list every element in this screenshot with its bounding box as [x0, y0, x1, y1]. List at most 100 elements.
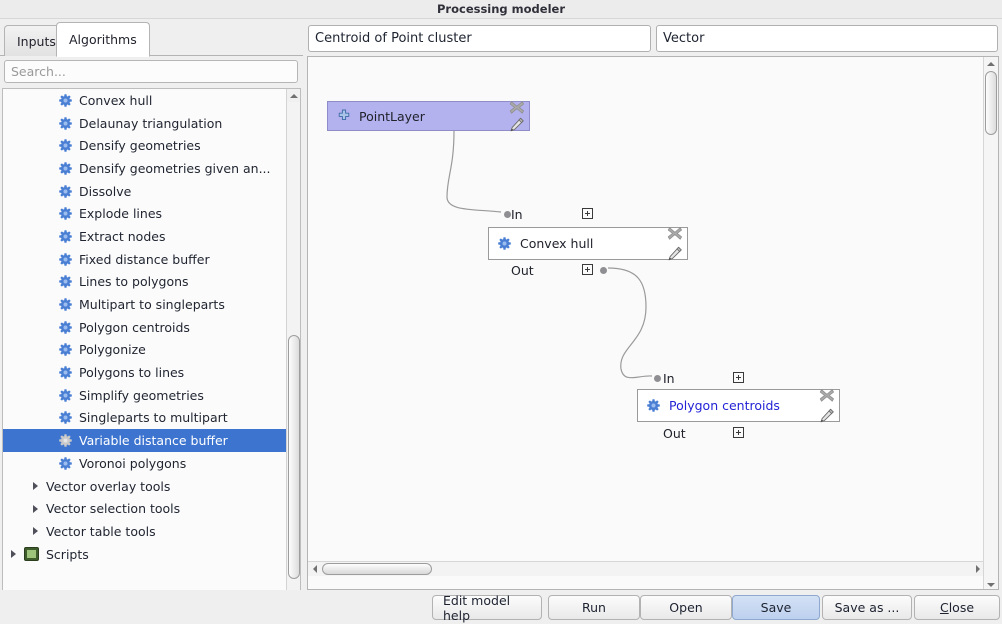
tree-item-label: Singleparts to multipart — [79, 410, 228, 426]
node-close-icon[interactable] — [509, 100, 525, 115]
tree-scroll-thumb[interactable] — [288, 335, 300, 579]
node-edit-icon[interactable] — [819, 408, 835, 423]
expand-arrow-icon[interactable] — [11, 550, 16, 559]
connection-link-1 — [607, 267, 653, 379]
model-node-label: PointLayer — [359, 108, 425, 124]
tree-item-densify-geometries-given-an[interactable]: Densify geometries given an... — [3, 157, 288, 180]
port-dot-convexhull-out[interactable] — [600, 267, 607, 274]
tree-item-dissolve[interactable]: Dissolve — [3, 180, 288, 203]
tree-item-vector-table-tools[interactable]: Vector table tools — [3, 520, 288, 543]
tree-item-label: Simplify geometries — [79, 387, 204, 403]
tree-item-scripts[interactable]: Scripts — [3, 543, 288, 566]
close-button[interactable]: Close — [914, 595, 1000, 620]
gear-icon — [59, 207, 72, 221]
tree-item-singleparts-to-multipart[interactable]: Singleparts to multipart — [3, 407, 288, 430]
tree-item-vector-selection-tools[interactable]: Vector selection tools — [3, 497, 288, 520]
algorithms-tree-list[interactable]: Convex hull Delaunay triangulation Densi… — [3, 89, 288, 608]
tree-item-variable-distance-buffer[interactable]: Variable distance buffer — [3, 429, 288, 452]
tree-vertical-scrollbar[interactable] — [286, 89, 300, 608]
tree-item-label: Vector selection tools — [46, 501, 181, 517]
open-button-label: Open — [669, 600, 703, 615]
port-expand-icon-polygoncentroids-out[interactable] — [733, 427, 744, 438]
node-edit-icon[interactable] — [667, 246, 683, 261]
connection-link-0 — [446, 130, 502, 213]
tab-inputs-label: Inputs — [17, 33, 56, 49]
tree-item-polygonize[interactable]: Polygonize — [3, 339, 288, 362]
tree-item-label: Scripts — [46, 546, 89, 562]
scroll-up-icon[interactable] — [287, 89, 300, 102]
search-input[interactable] — [4, 60, 298, 83]
port-label-convexhull-in: In — [511, 207, 523, 222]
gear-icon — [59, 162, 72, 175]
window-title: Processing modeler — [437, 2, 565, 16]
expand-arrow-icon[interactable] — [33, 527, 38, 536]
model-node-convexhull[interactable]: Convex hull — [488, 226, 688, 261]
port-dot-polygoncentroids-in[interactable] — [654, 375, 661, 382]
tree-item-label: Explode lines — [79, 206, 163, 222]
tree-item-polygon-centroids[interactable]: Polygon centroids — [3, 316, 288, 339]
tree-item-voronoi-polygons[interactable]: Voronoi polygons — [3, 452, 288, 475]
tree-item-extract-nodes[interactable]: Extract nodes — [3, 225, 288, 248]
scroll-left-icon[interactable] — [308, 562, 322, 576]
edit-model-help-button[interactable]: Edit model help — [432, 593, 542, 623]
tree-item-label: Densify geometries — [79, 138, 201, 154]
gear-icon — [59, 411, 72, 425]
gear-icon — [59, 320, 72, 334]
tree-item-label: Extract nodes — [79, 228, 166, 244]
gear-icon — [59, 457, 72, 470]
tree-item-label: Polygons to lines — [79, 365, 185, 381]
tree-item-convex-hull[interactable]: Convex hull — [3, 89, 288, 112]
expand-arrow-icon[interactable] — [33, 482, 38, 491]
port-expand-icon-polygoncentroids-in[interactable] — [733, 372, 744, 383]
save-button[interactable]: Save — [732, 595, 820, 620]
algorithms-tree: Convex hull Delaunay triangulation Densi… — [2, 88, 301, 609]
tree-item-lines-to-polygons[interactable]: Lines to polygons — [3, 271, 288, 294]
tree-item-label: Lines to polygons — [79, 274, 189, 290]
tree-item-densify-geometries[interactable]: Densify geometries — [3, 134, 288, 157]
node-close-icon[interactable] — [667, 226, 683, 241]
tree-item-multipart-to-singleparts[interactable]: Multipart to singleparts — [3, 293, 288, 316]
tree-item-label: Convex hull — [79, 92, 153, 108]
model-name-input[interactable] — [308, 25, 651, 52]
canvas-hscroll-thumb[interactable] — [322, 563, 432, 575]
gear-icon — [59, 94, 72, 107]
canvas-vertical-scrollbar[interactable] — [983, 57, 998, 589]
tree-item-label: Vector table tools — [46, 523, 156, 539]
node-edit-icon[interactable] — [509, 117, 525, 132]
port-label-convexhull-out: Out — [511, 263, 534, 278]
port-label-polygoncentroids-in: In — [663, 371, 675, 386]
panel-tabbar: Inputs Algorithms — [0, 20, 303, 57]
canvas-vscroll-thumb[interactable] — [985, 71, 997, 135]
gear-icon — [59, 139, 72, 153]
expand-arrow-icon[interactable] — [33, 504, 38, 513]
tree-item-fixed-distance-buffer[interactable]: Fixed distance buffer — [3, 248, 288, 271]
port-dot-convexhull-in[interactable] — [504, 211, 511, 218]
save-button-label: Save — [760, 600, 792, 615]
tree-item-delaunay-triangulation[interactable]: Delaunay triangulation — [3, 112, 288, 135]
canvas-scroll-up-icon[interactable] — [984, 57, 998, 70]
port-expand-icon-convexhull-out[interactable] — [582, 264, 593, 275]
port-expand-icon-convexhull-in[interactable] — [582, 208, 593, 219]
tree-item-simplify-geometries[interactable]: Simplify geometries — [3, 384, 288, 407]
node-close-icon[interactable] — [819, 388, 835, 403]
gear-icon — [59, 275, 72, 289]
canvas-scroll-down-icon[interactable] — [984, 578, 998, 589]
open-button[interactable]: Open — [640, 595, 732, 620]
gear-icon — [59, 184, 72, 198]
gear-icon — [59, 230, 72, 243]
tab-algorithms[interactable]: Algorithms — [56, 22, 150, 57]
run-button[interactable]: Run — [548, 595, 640, 620]
gear-icon — [59, 116, 72, 130]
model-node-pointlayer[interactable]: PointLayer — [327, 100, 530, 132]
model-group-input[interactable] — [656, 25, 998, 52]
tree-item-explode-lines[interactable]: Explode lines — [3, 202, 288, 225]
canvas-horizontal-scrollbar[interactable] — [308, 561, 985, 576]
model-node-polygoncentroids[interactable]: Polygon centroids — [637, 388, 840, 423]
save-as-button[interactable]: Save as ... — [822, 595, 912, 620]
tree-item-vector-overlay-tools[interactable]: Vector overlay tools — [3, 475, 288, 498]
tree-item-polygons-to-lines[interactable]: Polygons to lines — [3, 361, 288, 384]
scroll-right-icon[interactable] — [971, 562, 985, 576]
connection-links — [446, 130, 653, 379]
